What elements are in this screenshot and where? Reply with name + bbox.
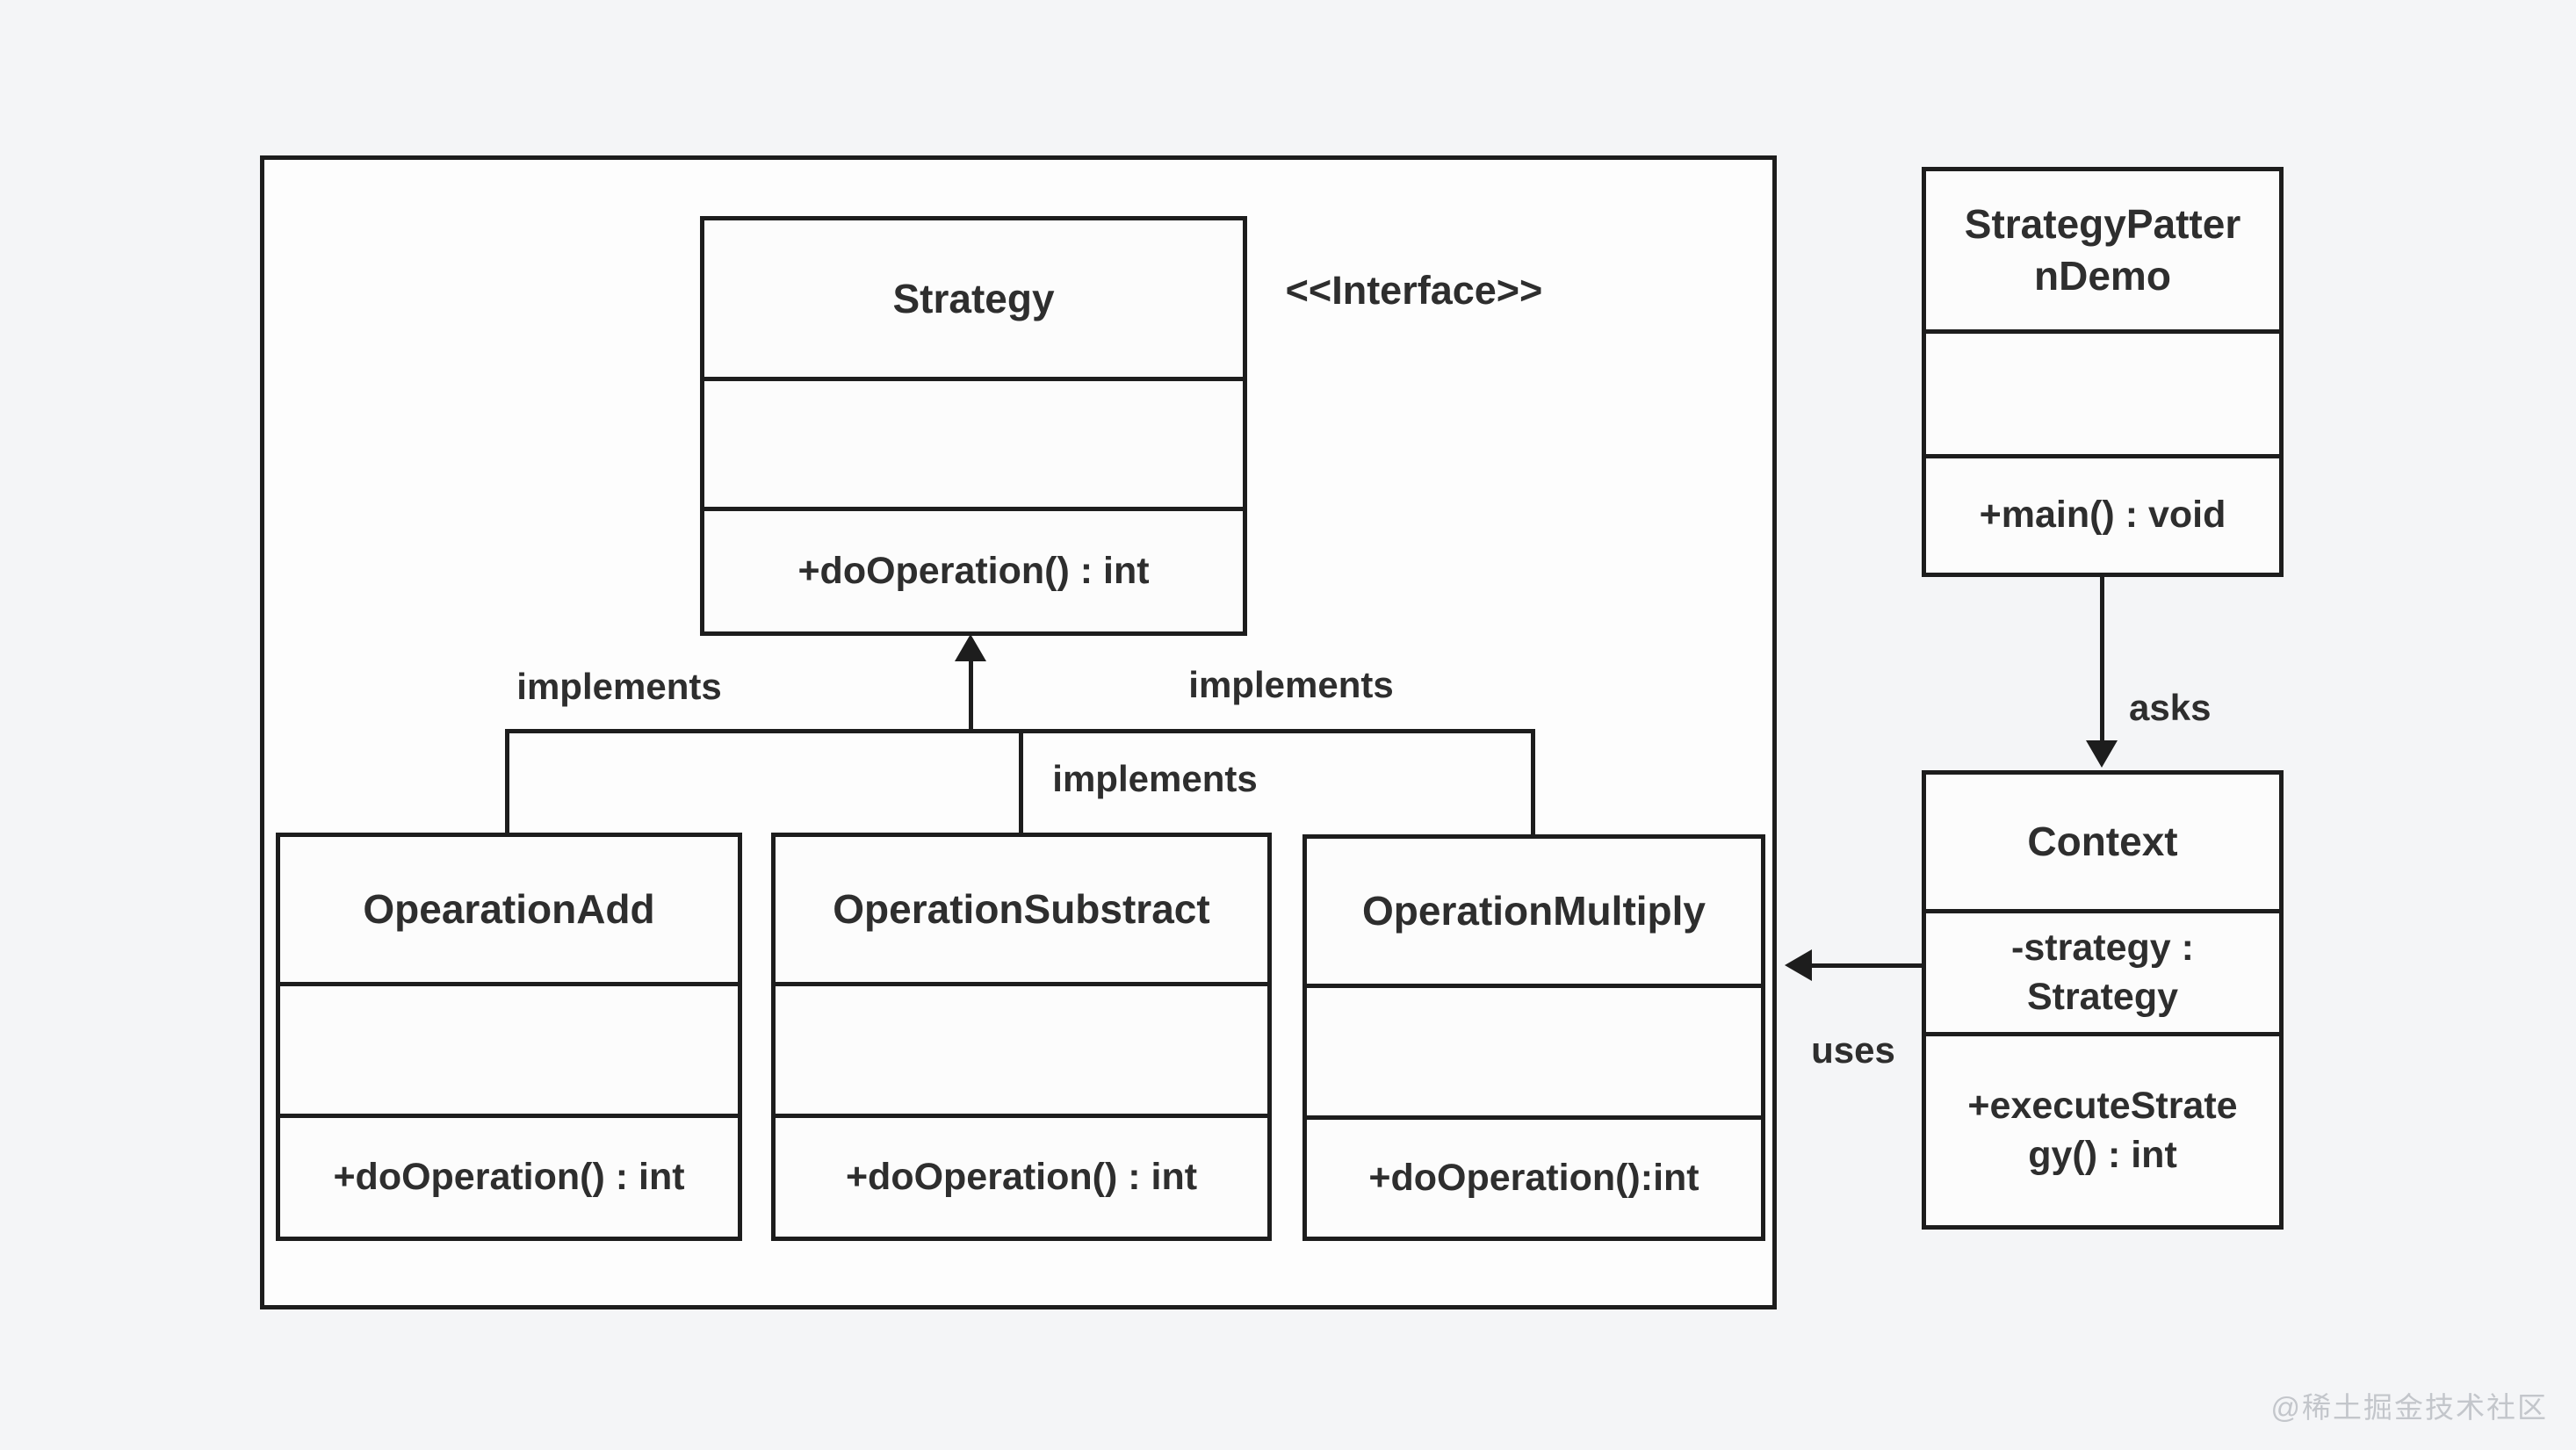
- class-box-operation-multiply: OperationMultiply +doOperation():int: [1302, 834, 1765, 1241]
- class-box-strategy-pattern-demo: StrategyPatter nDemo +main() : void: [1922, 167, 2284, 577]
- class-box-context: Context -strategy : Strategy +executeStr…: [1922, 770, 2284, 1230]
- uses-arrow-stem: [1809, 963, 1922, 968]
- interface-stereotype-label: <<Interface>>: [1285, 268, 1543, 313]
- implements-label-left: implements: [516, 666, 722, 707]
- class-attributes-strategy-pattern-demo: [1926, 329, 2279, 454]
- implements-stem-operation-substract: [1019, 729, 1023, 834]
- class-title-operation-multiply: OperationMultiply: [1362, 888, 1706, 934]
- class-box-strategy: Strategy +doOperation() : int: [700, 216, 1247, 636]
- generalization-arrow-stem: [969, 659, 973, 733]
- class-title-operation-substract: OperationSubstract: [833, 886, 1210, 933]
- asks-label: asks: [2129, 687, 2212, 728]
- class-methods-operation-multiply: +doOperation():int: [1307, 1115, 1761, 1237]
- uses-arrowhead-icon: [1785, 949, 1812, 981]
- class-methods-strategy-pattern-demo: +main() : void: [1926, 454, 2279, 573]
- implements-stem-opearation-add: [505, 729, 509, 834]
- class-methods-operation-substract: +doOperation() : int: [776, 1114, 1267, 1237]
- asks-arrow-stem: [2100, 575, 2104, 742]
- class-box-opearation-add: OpearationAdd +doOperation() : int: [276, 833, 742, 1241]
- class-title-opearation-add: OpearationAdd: [363, 886, 655, 933]
- class-box-operation-substract: OperationSubstract +doOperation() : int: [771, 833, 1272, 1241]
- class-attributes-operation-multiply: [1307, 984, 1761, 1115]
- uses-label: uses: [1811, 1029, 1895, 1071]
- class-title-strategy: Strategy: [892, 275, 1055, 321]
- class-methods-opearation-add: +doOperation() : int: [280, 1114, 738, 1237]
- watermark: @稀土掘金技术社区: [2270, 1391, 2548, 1424]
- implements-label-middle: implements: [1052, 758, 1258, 799]
- class-attributes-operation-substract: [776, 982, 1267, 1114]
- class-title-strategy-pattern-demo: StrategyPatter nDemo: [1964, 201, 2241, 299]
- asks-arrowhead-icon: [2086, 740, 2118, 768]
- class-title-context: Context: [2027, 819, 2178, 865]
- class-attributes-strategy: [704, 377, 1243, 507]
- class-attributes-context: -strategy : Strategy: [1926, 909, 2279, 1032]
- implements-label-right: implements: [1188, 664, 1394, 705]
- class-methods-strategy: +doOperation() : int: [704, 507, 1243, 631]
- class-methods-context: +executeStrate gy() : int: [1926, 1032, 2279, 1225]
- implements-stem-operation-multiply: [1531, 729, 1535, 836]
- generalization-arrowhead-icon: [955, 634, 986, 661]
- class-attributes-opearation-add: [280, 982, 738, 1114]
